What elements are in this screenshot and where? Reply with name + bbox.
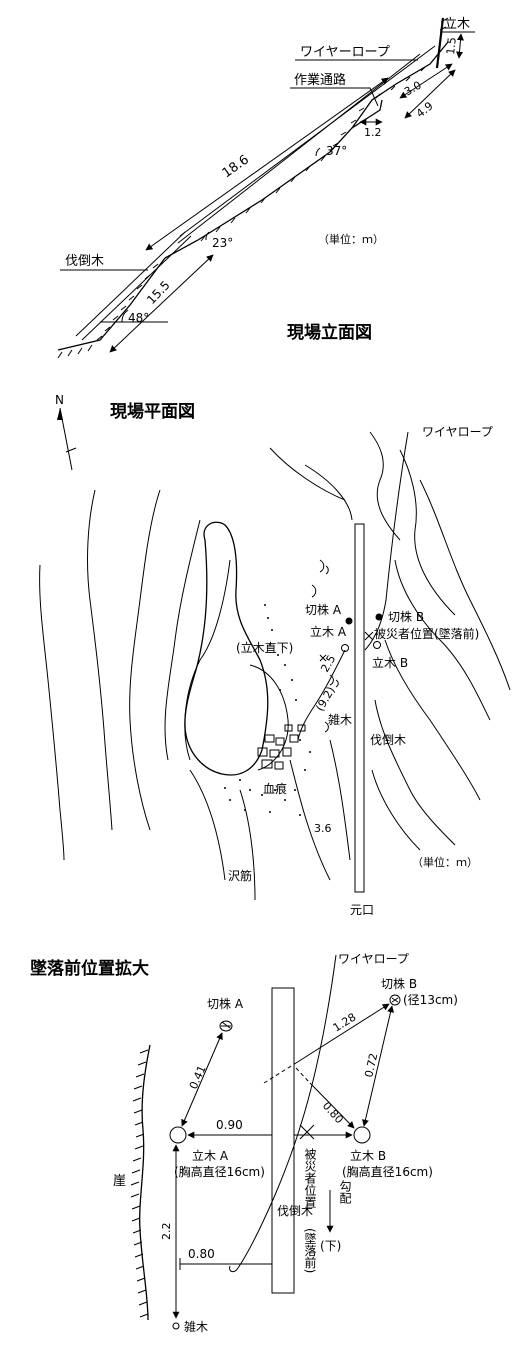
dim-1-5: 1.5 [444, 37, 459, 56]
enlarged-stump-b-label: 切株 B [381, 976, 417, 991]
angle-48: 48° [128, 311, 149, 325]
enlarged-stump-b-dia: (径13cm) [403, 993, 458, 1007]
standing-tree-a [341, 644, 349, 652]
brush-marks [311, 559, 339, 733]
plan-stream-label: 沢筋 [228, 868, 252, 883]
cliff-label: 崖 [113, 1174, 126, 1189]
cliff-hatch [130, 1049, 149, 1318]
label-work-path: 作業通路 [294, 72, 346, 88]
wire-rope [364, 431, 409, 651]
rock-inner [249, 664, 289, 771]
plan-tree-a-label: 立木 A [310, 624, 347, 639]
ground-profile [57, 41, 449, 351]
enlarged-tree-b-dia: (胸高直径16cm) [342, 1164, 433, 1179]
brush-point [172, 1322, 180, 1330]
label-standing-tree: 立木 [444, 17, 470, 32]
dim-1-2: 1.2 [364, 126, 382, 139]
dim-15-5: 15.5 [144, 278, 173, 307]
label-felled-tree: 伐倒木 [65, 254, 104, 269]
dim-2-2: 2.2 [160, 1223, 173, 1241]
dim-1-28: 1.28 [331, 1011, 359, 1035]
stump-b [375, 613, 383, 621]
slope-label: 勾配 [338, 1180, 352, 1204]
enlarged-stump-a-label: 切株 A [207, 996, 244, 1011]
dim-18-6-arrow [145, 77, 389, 251]
contour-lines [39, 431, 511, 901]
dim-15-5-arrow [109, 254, 214, 353]
plan-under-tree-label: (立木直下) [236, 640, 293, 655]
plan-butt-end-label: 元口 [350, 903, 374, 917]
cliff-edge [139, 1044, 151, 1321]
felled-tree-label: 伐倒木 [277, 1204, 313, 1218]
elevation-view: 18.6 15.5 4.9 3.0 1.5 1.2 37° 23° 48° 立木… [57, 17, 475, 359]
standing-tree-b [373, 641, 381, 649]
dim-4-9: 4.9 [414, 99, 436, 120]
north-label: N [55, 393, 64, 407]
felled-tree [271, 987, 295, 1294]
felled-tree [354, 523, 365, 893]
enlarged-tree-a-label: 立木 A [192, 1148, 229, 1163]
enlarged-tree-a-dia: (胸高直径16cm) [174, 1164, 265, 1179]
stump-a [219, 1020, 233, 1032]
enlarged-title: 墜落前位置拡大 [30, 958, 149, 979]
enlarged-brush-label: 雑木 [184, 1319, 208, 1334]
plan-stump-b-label: 切株 B [388, 609, 424, 624]
plan-victim-pos-label: 被災者位置(墜落前) [374, 626, 479, 641]
wire-rope [237, 954, 337, 1269]
slope-dir-label: (下) [320, 1239, 341, 1253]
victim-pos-label: 被災者位置 [303, 1148, 317, 1208]
dim-0-80b: 0.80 [188, 1247, 215, 1261]
victim-mark [364, 631, 374, 641]
plan-dist-3-6: 3.6 [314, 822, 332, 835]
victim-fall-path [297, 649, 346, 741]
rock-cluster [257, 724, 306, 770]
plan-blood-label: 血痕 [263, 781, 287, 796]
angle-37: 37° [326, 144, 347, 158]
enlarged-view: 墜落前位置拡大 崖 伐倒木 ワイヤロープ 切株 A 切株 B (径13cm) 立… [30, 952, 458, 1334]
dim-3-0: 3.0 [402, 79, 424, 99]
angle-23: 23° [212, 236, 233, 250]
dim-0-90: 0.90 [216, 1118, 243, 1132]
plan-wire-rope-label: ワイヤロープ [422, 425, 493, 439]
stump-b [389, 994, 401, 1006]
plan-title: 現場平面図 [110, 402, 195, 422]
standing-tree-stem [435, 17, 445, 69]
plan-view: 現場平面図 N [39, 393, 511, 917]
plan-felled-tree-label: 伐倒木 [370, 733, 406, 747]
dim-18-6: 18.6 [220, 152, 252, 181]
stump-a [345, 617, 353, 625]
elevation-title: 現場立面図 [287, 322, 372, 343]
enlarged-tree-b-label: 立木 B [350, 1148, 386, 1163]
plan-brush-label: 雑木 [328, 712, 352, 727]
dim-0-72-arrow [362, 1005, 394, 1127]
rock-outline [184, 521, 269, 776]
elevation-unit-note: （単位：ｍ） [318, 232, 384, 246]
enlarged-wire-rope-label: ワイヤロープ [338, 952, 409, 966]
dim-0-41: 0.41 [187, 1064, 209, 1092]
standing-tree-b [353, 1126, 371, 1144]
blood-stain-dots [224, 604, 311, 816]
standing-tree-a [169, 1126, 187, 1144]
plan-unit-note: （単位：ｍ） [412, 855, 478, 869]
dim-0-80a-arrow [309, 1082, 355, 1129]
label-wire-rope: ワイヤーロープ [300, 45, 390, 60]
plan-tree-b-label: 立木 B [372, 655, 408, 670]
plan-stump-a-label: 切株 A [305, 602, 342, 617]
dim-0-41-arrow [181, 1032, 223, 1127]
dim-0-80a: 0.80 [320, 1099, 346, 1126]
dim-0-72: 0.72 [362, 1052, 380, 1079]
victim-mark [299, 1124, 315, 1140]
plan-dist-9-2: (9.2) [313, 684, 337, 713]
victim-pos-label-2: (墜落前) [303, 1228, 317, 1273]
